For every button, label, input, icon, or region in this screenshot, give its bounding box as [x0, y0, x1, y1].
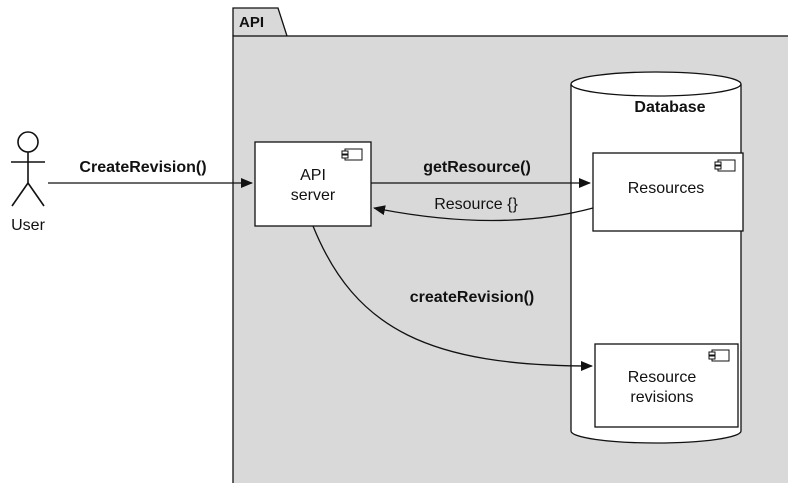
actor-label: User: [11, 217, 45, 234]
resources-component: [592, 152, 744, 232]
resources-label: Resources: [628, 180, 704, 197]
create-revision-call-label: CreateRevision(): [79, 159, 206, 176]
api-server-label-line2: server: [291, 187, 336, 204]
resource-return-label: Resource {}: [434, 196, 518, 213]
create-revision-arrow: [312, 225, 593, 371]
actor-head: [17, 131, 39, 153]
package-label: API: [239, 14, 264, 31]
create-revision-label: createRevision(): [410, 289, 535, 306]
get-resource-label: getResource(): [423, 159, 531, 176]
user-actor: [11, 131, 45, 207]
resource-return-arrow: [373, 205, 594, 222]
package-tab: [232, 7, 288, 37]
resource-revisions-label-line1: Resource: [628, 369, 697, 386]
resource-revisions-label-line2: revisions: [630, 389, 693, 406]
api-server-label-line1: API: [300, 167, 326, 184]
resource-revisions-component: [594, 343, 739, 428]
component-icon: [714, 159, 736, 172]
api-server-component: [254, 141, 372, 227]
component-icon: [341, 148, 363, 161]
database-top: [570, 71, 742, 97]
component-icon: [708, 349, 730, 362]
database-label: Database: [634, 99, 705, 116]
